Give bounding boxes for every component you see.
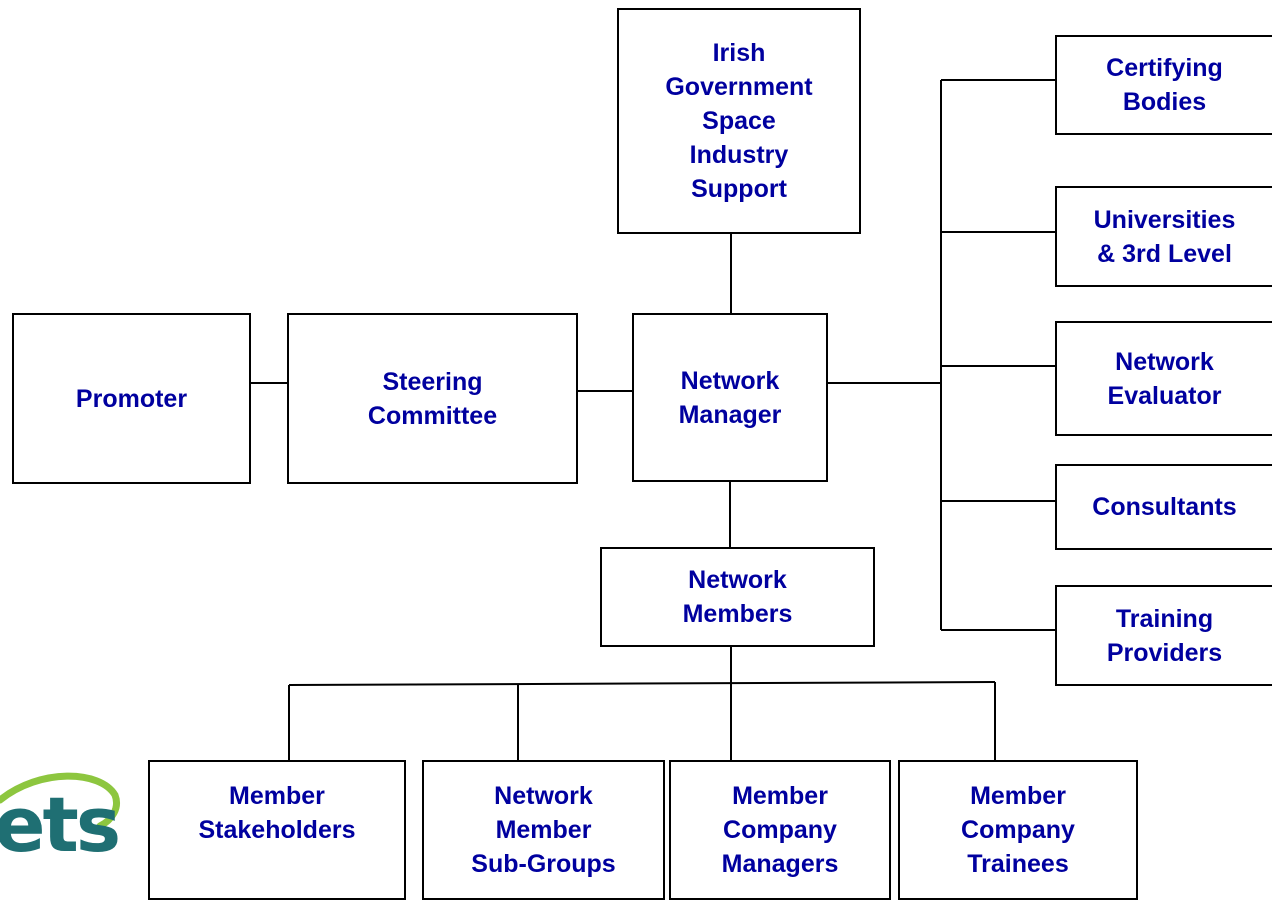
node-label: Member Stakeholders	[198, 782, 356, 844]
node-irish-government: Irish Government Space Industry Support	[617, 8, 861, 234]
node-label: Irish Government Space Industry Support	[665, 39, 813, 203]
node-label: Training Providers	[1106, 604, 1223, 667]
node-label: Network Members	[682, 566, 793, 628]
node-member-company-trainees: Member Company Trainees	[898, 760, 1138, 900]
node-label: Member Company Managers	[721, 782, 839, 878]
node-label: Certifying Bodies	[1106, 54, 1223, 116]
logo-text: ets	[0, 780, 121, 869]
node-label: Network Manager	[678, 366, 782, 429]
node-promoter: Promoter	[12, 313, 251, 484]
node-label: Steering Committee	[367, 367, 498, 430]
node-label: Network Member Sub-Groups	[471, 782, 616, 878]
node-member-stakeholders: Member Stakeholders	[148, 760, 406, 900]
node-steering-committee: Steering Committee	[287, 313, 578, 484]
node-network-manager: Network Manager	[632, 313, 828, 482]
node-network-member-subgroups: Network Member Sub-Groups	[422, 760, 665, 900]
node-label: Promoter	[75, 384, 188, 413]
logo: ets	[0, 760, 140, 893]
node-network-evaluator: Network Evaluator	[1055, 321, 1272, 436]
node-network-members: Network Members	[600, 547, 875, 647]
node-consultants: Consultants	[1055, 464, 1272, 550]
node-universities: Universities & 3rd Level	[1055, 186, 1272, 287]
swoosh-logo-icon	[0, 772, 120, 830]
node-certifying-bodies: Certifying Bodies	[1055, 35, 1272, 135]
node-label: Network Evaluator	[1107, 347, 1222, 410]
node-label: Consultants	[1092, 493, 1237, 521]
node-label: Universities & 3rd Level	[1093, 205, 1236, 268]
bottom-bus	[288, 681, 996, 686]
node-training-providers: Training Providers	[1055, 585, 1272, 686]
node-member-company-managers: Member Company Managers	[669, 760, 891, 900]
node-label: Member Company Trainees	[961, 782, 1075, 878]
